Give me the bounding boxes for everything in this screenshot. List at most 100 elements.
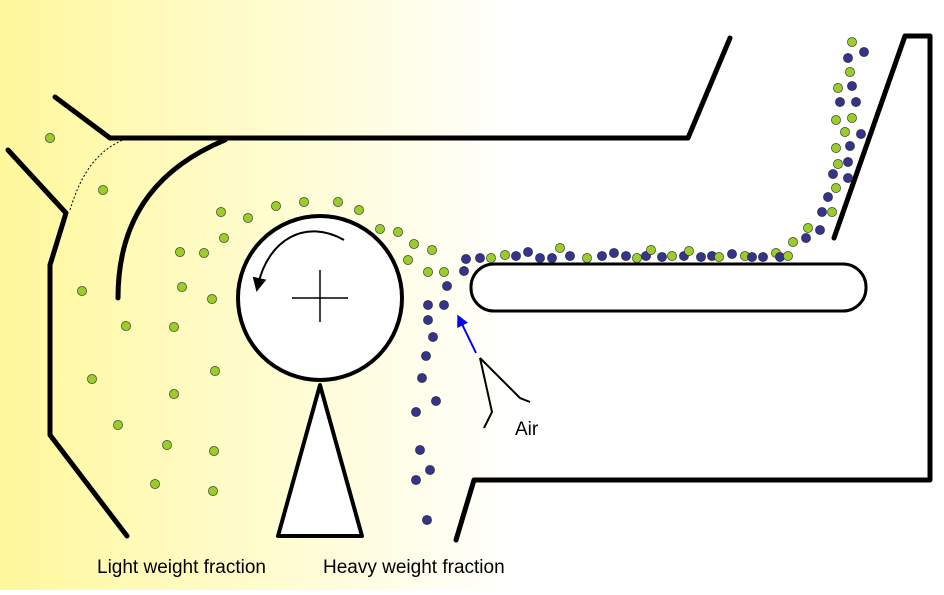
light-particle bbox=[98, 185, 108, 195]
light-particle bbox=[216, 207, 226, 217]
heavy-particle bbox=[547, 253, 557, 263]
light-particle bbox=[803, 223, 813, 233]
light-particle bbox=[243, 213, 253, 223]
machine-housing bbox=[5, 33, 933, 543]
heavy-particle bbox=[475, 253, 485, 263]
light-particle bbox=[555, 243, 565, 253]
particle-layer bbox=[45, 37, 869, 525]
light-particle bbox=[45, 133, 55, 143]
light-particle bbox=[375, 224, 385, 234]
light-particle bbox=[833, 83, 843, 93]
heavy-particle bbox=[411, 475, 421, 485]
heavy-particle bbox=[815, 225, 825, 235]
light-particle bbox=[333, 197, 343, 207]
light-particle bbox=[150, 479, 160, 489]
heavy-particle bbox=[417, 373, 427, 383]
light-particle bbox=[684, 246, 694, 256]
heavy-particle bbox=[431, 396, 441, 406]
heavy-particle bbox=[565, 251, 575, 261]
light-particle bbox=[845, 67, 855, 77]
heavy-particle bbox=[843, 173, 853, 183]
heavy-particle bbox=[801, 233, 811, 243]
heavy-particle bbox=[823, 192, 833, 202]
light-particle bbox=[831, 115, 841, 125]
light-particle bbox=[87, 374, 97, 384]
rotor-drum bbox=[236, 214, 404, 382]
light-particle bbox=[439, 267, 449, 277]
heavy-particle bbox=[657, 252, 667, 262]
left-outer-wall bbox=[5, 147, 130, 539]
heavy-particle bbox=[847, 81, 857, 91]
housing-top-wall bbox=[107, 35, 733, 141]
heavy-particle bbox=[845, 141, 855, 151]
heavy-particle bbox=[523, 247, 533, 257]
heavy-particle bbox=[609, 248, 619, 258]
inlet-upper-lip bbox=[52, 94, 113, 141]
heavy-particle bbox=[421, 351, 431, 361]
light-particle bbox=[646, 245, 656, 255]
heavy-particle bbox=[828, 169, 838, 179]
heavy-particle bbox=[423, 315, 433, 325]
heavy-particle bbox=[459, 266, 469, 276]
light-particle bbox=[121, 321, 131, 331]
light-particle bbox=[423, 267, 433, 277]
light-particle bbox=[169, 389, 179, 399]
heavy-particle bbox=[461, 254, 471, 264]
light-particle bbox=[714, 252, 724, 262]
light-particle bbox=[175, 247, 185, 257]
light-particle bbox=[393, 227, 403, 237]
light-particle bbox=[113, 420, 123, 430]
heavy-particle bbox=[859, 47, 869, 57]
light-particle bbox=[409, 239, 419, 249]
light-particle bbox=[427, 245, 437, 255]
rotor-support bbox=[276, 383, 364, 538]
light-particle bbox=[847, 37, 857, 47]
light-particle bbox=[271, 201, 281, 211]
heavy-particle bbox=[422, 515, 432, 525]
light-particle bbox=[840, 127, 850, 137]
heavy-particle bbox=[423, 300, 433, 310]
heavy-particle bbox=[511, 251, 521, 261]
light-particle bbox=[783, 251, 793, 261]
heavy-particle bbox=[621, 251, 631, 261]
air-label: Air bbox=[515, 419, 539, 440]
heavy-particle bbox=[856, 129, 866, 139]
heavy-particle bbox=[439, 300, 449, 310]
light-particle bbox=[827, 207, 837, 217]
light-particle bbox=[209, 446, 219, 456]
light-particle bbox=[847, 113, 857, 123]
splitter-blade bbox=[115, 137, 228, 301]
heavy-particle bbox=[843, 157, 853, 167]
heavy-particle bbox=[415, 445, 425, 455]
heavy-fraction-label: Heavy weight fraction bbox=[323, 557, 505, 578]
air-flow-arrow bbox=[457, 314, 477, 354]
heavy-particle bbox=[442, 281, 452, 291]
heavy-particle bbox=[747, 252, 757, 262]
light-particle bbox=[354, 205, 364, 215]
heavy-particle bbox=[727, 249, 737, 259]
light-particle bbox=[831, 143, 841, 153]
heavy-particle bbox=[843, 53, 853, 63]
light-particle bbox=[667, 251, 677, 261]
light-particle bbox=[403, 255, 413, 265]
light-particle bbox=[169, 322, 179, 332]
light-particle bbox=[486, 253, 496, 263]
light-particle bbox=[199, 248, 209, 258]
heavy-particle bbox=[696, 252, 706, 262]
heavy-particle bbox=[597, 251, 607, 261]
light-particle bbox=[831, 183, 841, 193]
light-particle bbox=[219, 233, 229, 243]
air-nozzle bbox=[479, 357, 531, 429]
heavy-particle bbox=[535, 253, 545, 263]
heavy-particle bbox=[758, 252, 768, 262]
inlet-guide-dashed bbox=[69, 137, 129, 211]
light-particle bbox=[162, 440, 172, 450]
light-particle bbox=[788, 237, 798, 247]
light-particle bbox=[500, 250, 510, 260]
heavy-particle bbox=[817, 207, 827, 217]
heavy-particle bbox=[411, 407, 421, 417]
light-particle bbox=[210, 366, 220, 376]
light-particle bbox=[299, 197, 309, 207]
